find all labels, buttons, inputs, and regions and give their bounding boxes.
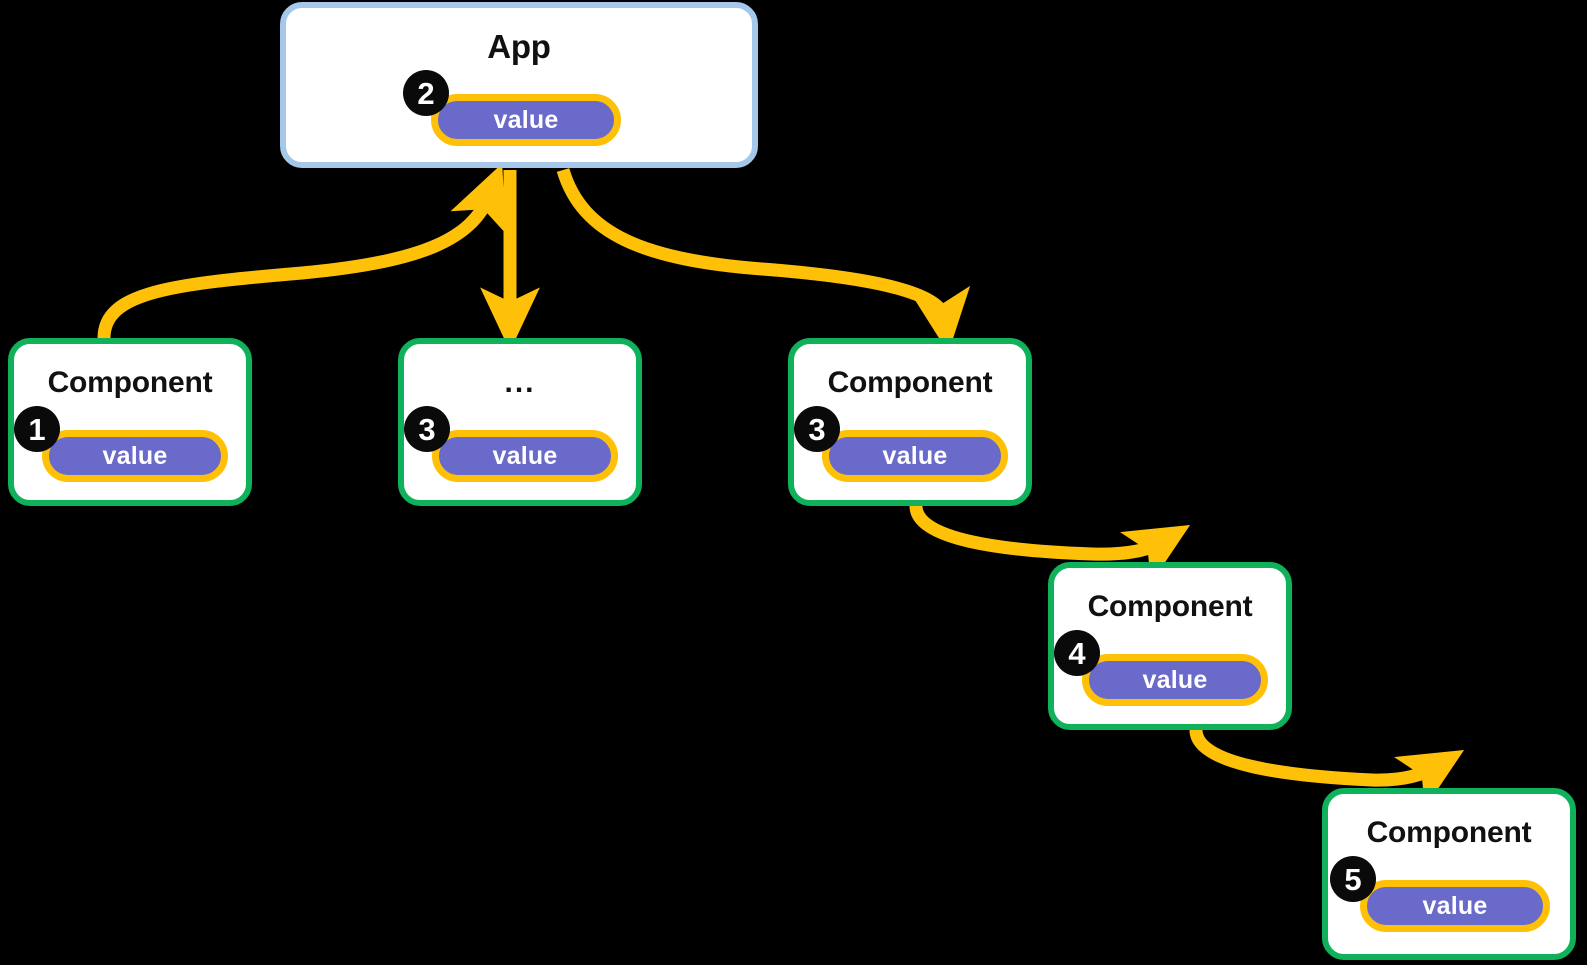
node-component-dots[interactable]: ... value 3 bbox=[398, 338, 642, 506]
node-component-3-step-badge: 3 bbox=[794, 406, 840, 452]
arrow-component4-to-component5 bbox=[1189, 728, 1465, 809]
node-component-4-title: Component bbox=[1087, 590, 1253, 623]
node-component-5-value-label: value bbox=[1422, 891, 1488, 920]
node-component-5-title: Component bbox=[1366, 816, 1532, 849]
node-component-3-value-pill[interactable]: value bbox=[822, 430, 1008, 482]
node-component-3-title: Component bbox=[827, 366, 993, 399]
node-component-dots-title: ... bbox=[504, 366, 536, 399]
node-component-5-value-pill[interactable]: value bbox=[1360, 880, 1550, 932]
node-app-step-badge: 2 bbox=[403, 70, 449, 116]
node-component-4-value-pill[interactable]: value bbox=[1082, 654, 1268, 706]
node-app-value-label: value bbox=[493, 105, 559, 134]
node-app-value-pill[interactable]: value bbox=[431, 94, 621, 146]
node-component-1[interactable]: Component value 1 bbox=[8, 338, 252, 506]
arrow-component3-to-component4 bbox=[909, 504, 1191, 584]
node-component-4[interactable]: Component value 4 bbox=[1048, 562, 1292, 730]
node-component-3[interactable]: Component value 3 bbox=[788, 338, 1032, 506]
node-component-dots-value-label: value bbox=[492, 441, 558, 470]
node-component-1-value-label: value bbox=[102, 441, 168, 470]
node-component-3-value-label: value bbox=[882, 441, 948, 470]
node-component-1-value-pill[interactable]: value bbox=[42, 430, 228, 482]
node-app[interactable]: App value 2 bbox=[280, 2, 758, 168]
node-component-1-title: Component bbox=[47, 366, 213, 399]
arrow-component1-to-app bbox=[97, 163, 506, 339]
node-component-4-step-badge: 4 bbox=[1054, 630, 1100, 676]
arrow-app-to-component3 bbox=[556, 168, 971, 353]
node-component-1-step-badge: 1 bbox=[14, 406, 60, 452]
node-app-title: App bbox=[487, 28, 551, 65]
node-component-dots-step-badge: 3 bbox=[404, 406, 450, 452]
node-component-5-step-badge: 5 bbox=[1330, 856, 1376, 902]
node-component-dots-value-pill[interactable]: value bbox=[432, 430, 618, 482]
node-component-5[interactable]: Component value 5 bbox=[1322, 788, 1576, 960]
node-component-4-value-label: value bbox=[1142, 665, 1208, 694]
